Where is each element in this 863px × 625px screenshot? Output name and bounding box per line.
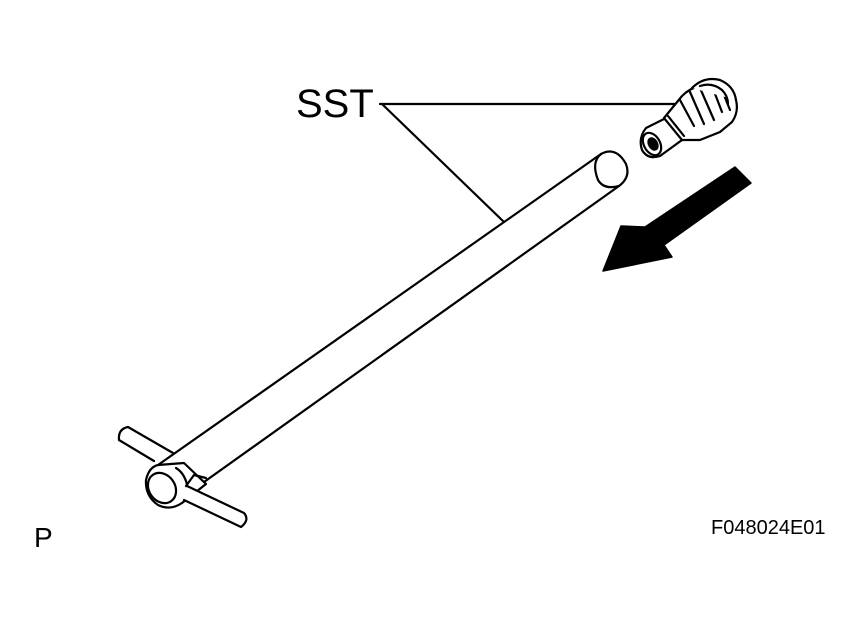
figure-code-label: F048024E01 bbox=[711, 517, 826, 539]
t-handle-bar-icon bbox=[117, 150, 629, 529]
sst-label: SST bbox=[296, 82, 374, 126]
insertion-direction-arrow-icon bbox=[602, 166, 752, 272]
valve-core-socket-icon bbox=[639, 77, 738, 159]
sst-leader-lines bbox=[378, 102, 685, 224]
view-letter-label: P bbox=[34, 522, 53, 553]
